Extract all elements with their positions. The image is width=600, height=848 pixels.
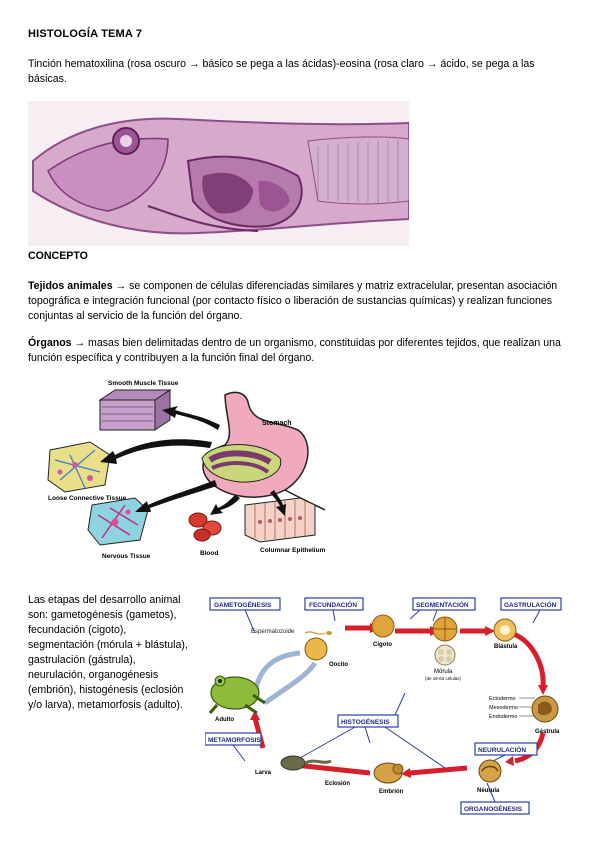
organos-paragraph: Órganos → masas bien delimitadas dentro … [28,336,573,366]
neurula-illustration [478,759,502,783]
mesodermo-label: Mesodermo [489,705,518,711]
gastrula-label: Gástrula [535,729,560,735]
intro-paragraph: Tinción hematoxilina (rosa oscuro → bási… [28,58,535,85]
eclosion-label: Eclosión [325,781,350,787]
histology-micrograph [28,101,409,246]
neurula-label: Néurula [477,788,500,794]
endodermo-label: Endodermo [489,714,517,720]
gametogenesis-paths [252,650,318,706]
label-segmentacion: SEGMENTACIÓN [412,597,476,611]
svg-text:ORGANOGÉNESIS: ORGANOGÉNESIS [464,804,523,813]
larva-illustration [280,755,332,771]
larva-label: Larva [255,770,272,776]
smooth-muscle-block [98,389,172,431]
nervous-block [87,497,149,546]
desarrollo-paragraph: Las etapas del desarrollo animal son: ga… [28,594,188,711]
morula-label: Mórula [434,669,453,675]
segmenting-egg-illustration [432,616,458,642]
cycle-path [252,625,546,776]
svg-text:SEGMENTACIÓN: SEGMENTACIÓN [416,600,469,609]
blood-label: Blood [200,550,218,557]
tissue-arrows [100,406,286,516]
label-organogenesis: ORGANOGÉNESIS [460,801,530,815]
loose-connective-block [47,441,111,493]
adult-frog-illustration [208,675,266,715]
blastula-illustration [493,618,517,642]
smooth-muscle-label: Smooth Muscle Tissue [108,380,179,387]
morula-illustration [434,644,456,666]
gastrula-illustration [531,695,559,723]
stomach-label: Stomach [262,420,292,427]
tejidos-paragraph: Tejidos animales → se componen de célula… [28,279,573,324]
svg-text:NEURULACIÓN: NEURULACIÓN [478,745,526,754]
oocyte-label: Oocito [329,662,348,668]
ectodermo-label: Ectodermo [489,696,516,702]
label-gametogenesis: GAMETOGÉNESIS [209,597,281,611]
svg-text:METAMORFOSIS: METAMORFOSIS [208,737,261,744]
label-connectors [232,609,541,803]
blastula-label: Blástula [494,644,518,650]
stomach-illustration [201,391,326,511]
svg-text:HISTOGÉNESIS: HISTOGÉNESIS [341,717,390,726]
embryo-illustration [373,762,404,784]
columnar-epithelium-block [244,497,316,543]
columnar-label: Columnar Epithelium [260,547,326,554]
embryo-label: Embrión [379,789,404,795]
label-fecundacion: FECUNDACIÓN [304,597,364,611]
label-neurulacion: NEURULACIÓN [474,742,538,756]
smooth-muscle-label-text: Smooth Muscle Tissue [108,380,179,387]
nervous-label: Nervous Tissue [102,553,151,560]
label-histogenesis: HISTOGÉNESIS [337,714,399,728]
adult-label: Adulto [215,717,234,723]
development-cycle-figure: GAMETOGÉNESIS FECUNDACIÓN SEGMENTACIÓN G… [205,597,562,815]
oocyte-illustration [304,637,328,661]
tejidos-definition: → se componen de células diferenciadas s… [28,280,558,322]
morula-note: (de 16-64 células) [425,676,462,681]
zygote-label: Cigoto [373,642,392,648]
tejidos-term: Tejidos animales [28,280,113,292]
label-metamorfosis: METAMORFOSIS [205,732,262,746]
label-gastrulacion: GASTRULACIÓN [500,597,562,611]
organos-term: Órganos [28,337,72,349]
sperm-label: Espermatozoide [251,629,295,635]
loose-connective-label: Loose Connective Tissue [48,495,127,502]
document-title: HISTOLOGÍA TEMA 7 [28,28,143,40]
tissue-types-figure: Stomach Smooth Muscle Tissue Loose Conne… [47,380,326,560]
blood-cells [188,512,222,542]
svg-text:GASTRULACIÓN: GASTRULACIÓN [504,600,557,609]
zygote-illustration [371,614,395,638]
section-heading: CONCEPTO [28,250,88,262]
sperm-illustration [304,631,332,635]
svg-text:GAMETOGÉNESIS: GAMETOGÉNESIS [214,600,272,609]
svg-text:FECUNDACIÓN: FECUNDACIÓN [309,600,357,609]
organos-definition: → masas bien delimitadas dentro de un or… [28,337,561,364]
